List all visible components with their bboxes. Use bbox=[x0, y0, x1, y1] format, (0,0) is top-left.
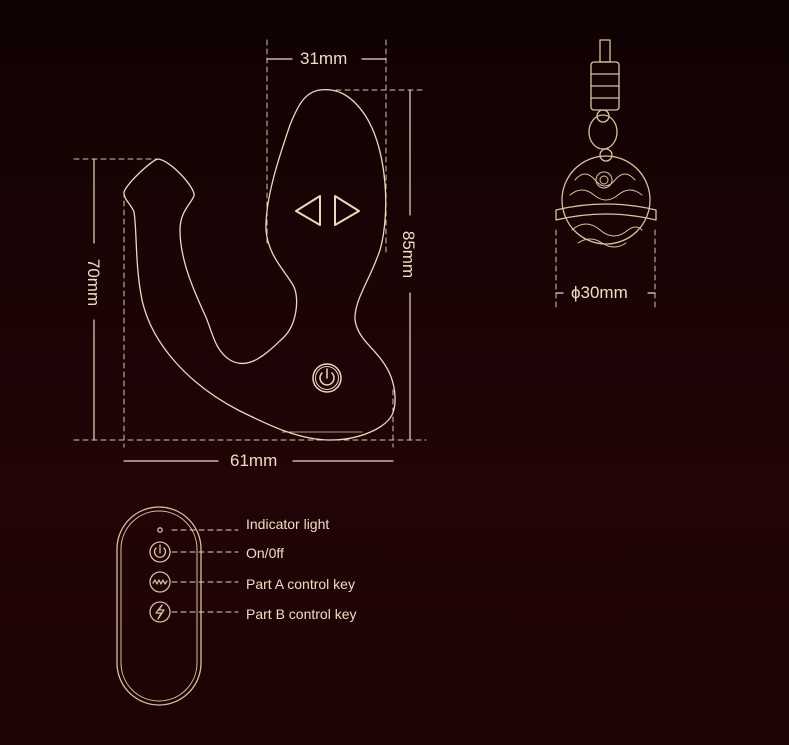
device-power-icon bbox=[312, 363, 342, 393]
remote-power-icon bbox=[149, 541, 171, 563]
wave-icon bbox=[149, 571, 171, 593]
device-outline bbox=[123, 88, 396, 441]
dimension-width-bottom: 61mm bbox=[230, 451, 278, 470]
dimension-width-top: 31mm bbox=[300, 49, 348, 68]
right-arrow-icon bbox=[334, 195, 360, 226]
legend-indicator-light: Indicator light bbox=[246, 516, 330, 532]
remote-drawing bbox=[116, 506, 202, 706]
legend-part-a-key: Part A control key bbox=[246, 576, 355, 592]
charm-drawing bbox=[555, 39, 657, 248]
charm-diameter: ϕ30mm bbox=[571, 283, 628, 302]
arrow-buttons bbox=[295, 195, 360, 226]
legend-part-b-key: Part B control key bbox=[246, 606, 357, 622]
legend-on-off: On/0ff bbox=[246, 545, 284, 561]
dimension-height-right: 85mm bbox=[399, 230, 419, 279]
indicator-dot-icon bbox=[157, 527, 163, 533]
dimension-height-left: 70mm bbox=[84, 258, 104, 307]
left-arrow-icon bbox=[295, 195, 321, 226]
lightning-icon bbox=[149, 601, 171, 623]
